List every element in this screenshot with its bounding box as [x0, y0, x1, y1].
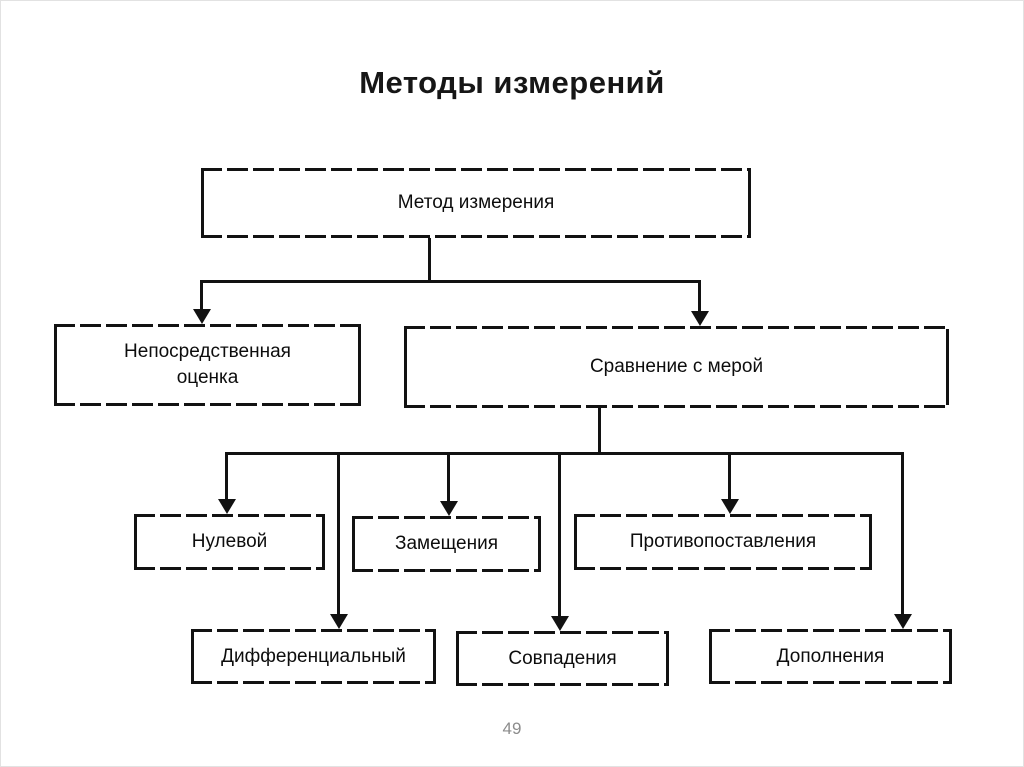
- page-number: 49: [502, 719, 522, 738]
- connector-drop-differential: [337, 452, 340, 616]
- node-label: Противопоставления: [629, 531, 817, 552]
- node-label: Непосредственная оценка: [124, 341, 291, 388]
- connector-level2-branch: [200, 280, 701, 283]
- node-differential-method: Дифференциальный: [191, 629, 436, 684]
- connector-drop-coincidence: [558, 452, 561, 618]
- arrowhead-complement-icon: [894, 614, 912, 629]
- connector-drop-comparison: [698, 280, 701, 313]
- arrowhead-coincidence-icon: [551, 616, 569, 631]
- node-comparison-with-measure: Сравнение с мерой: [404, 326, 949, 408]
- arrowhead-comparison-icon: [691, 311, 709, 326]
- node-measurement-method: Метод измерения: [201, 168, 751, 238]
- node-opposition-method: Противопоставления: [574, 514, 872, 570]
- arrowhead-null-icon: [218, 499, 236, 514]
- node-substitution-method: Замещения: [352, 516, 541, 572]
- connector-drop-null: [225, 452, 228, 501]
- arrowhead-differential-icon: [330, 614, 348, 629]
- arrowhead-substitution-icon: [440, 501, 458, 516]
- node-label: Совпадения: [508, 647, 617, 669]
- node-null-method: Нулевой: [134, 514, 325, 570]
- node-label: Замещения: [394, 533, 499, 554]
- arrowhead-direct-icon: [193, 309, 211, 324]
- node-complement-method: Дополнения: [709, 629, 952, 684]
- connector-drop-substitution: [447, 452, 450, 503]
- connector-drop-complement: [901, 452, 904, 616]
- node-direct-assessment: Непосредственная оценка: [54, 324, 361, 406]
- node-label: Дифференциальный: [221, 645, 406, 667]
- arrowhead-opposition-icon: [721, 499, 739, 514]
- node-label: Нулевой: [191, 531, 268, 552]
- connector-comparison-stem: [598, 408, 601, 454]
- connector-drop-direct: [200, 280, 203, 311]
- node-label: Дополнения: [776, 645, 885, 667]
- node-label: Сравнение с мерой: [589, 356, 764, 377]
- page-title: Методы измерений: [359, 65, 665, 100]
- node-coincidence-method: Совпадения: [456, 631, 669, 686]
- connector-drop-opposition: [728, 452, 731, 501]
- node-label: Метод измерения: [397, 192, 555, 213]
- connector-level3-branch: [225, 452, 904, 455]
- connector-root-stem: [428, 238, 431, 283]
